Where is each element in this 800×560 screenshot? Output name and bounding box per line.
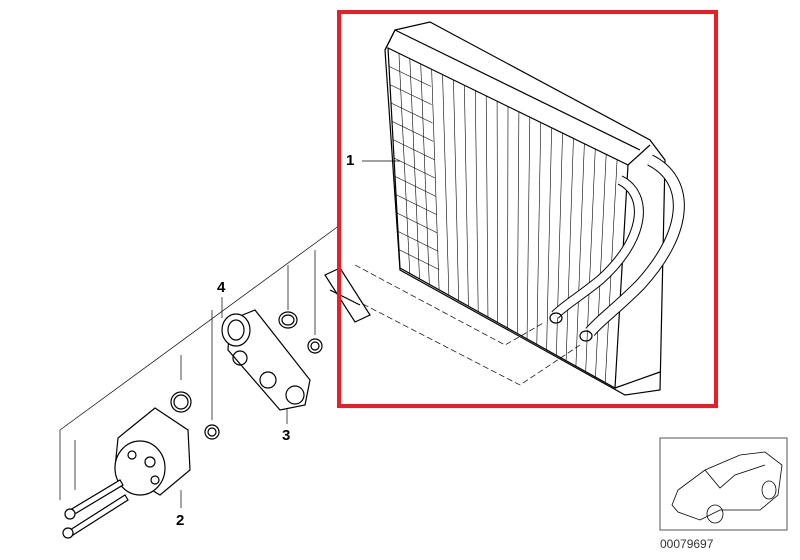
evaporator-fin	[453, 79, 459, 301]
callout-3[interactable]: 3	[282, 427, 291, 444]
evaporator-fin	[526, 117, 531, 339]
evaporator-fin	[420, 63, 430, 285]
evaporator-fin	[516, 111, 520, 334]
evaporator-grid-line	[391, 121, 434, 142]
evaporator-fin	[496, 101, 499, 323]
evaporator-fin	[507, 106, 509, 329]
highlight-frame	[337, 10, 718, 408]
flange-part-2[interactable]	[114, 407, 191, 496]
bolt[interactable]	[62, 494, 129, 539]
vehicle-thumbnail	[659, 437, 788, 531]
callout-1[interactable]: 1	[346, 152, 355, 169]
bolt[interactable]	[64, 479, 124, 520]
evaporator-fin	[485, 95, 489, 318]
evaporator-fin	[474, 90, 479, 312]
evaporator-grid-line	[392, 139, 435, 160]
evaporator-fin	[585, 149, 596, 372]
diagram-reference-number: 00079697	[660, 537, 714, 551]
o-ring[interactable]	[307, 338, 323, 354]
evaporator-grid-line	[393, 157, 436, 179]
evaporator-grid-line	[394, 176, 436, 197]
evaporator-part-1[interactable]	[384, 21, 685, 396]
evaporator-fin	[464, 85, 469, 307]
evaporator-grid-line	[390, 102, 433, 124]
evaporator-grid-line	[389, 84, 432, 105]
evaporator-fin	[565, 138, 574, 361]
evaporator-grid-line	[397, 231, 439, 252]
evaporator-grid-line	[395, 194, 437, 215]
evaporator-fin	[409, 58, 420, 279]
o-ring[interactable]	[278, 311, 298, 329]
evaporator-grid-line	[388, 66, 431, 87]
evaporator-fin	[595, 154, 607, 378]
evaporator-fin	[546, 127, 552, 350]
evaporator-fin	[442, 74, 450, 296]
evaporator-fin	[556, 133, 563, 356]
evaporator-grid-line	[398, 249, 440, 270]
o-ring[interactable]	[204, 424, 220, 440]
callout-4[interactable]: 4	[217, 279, 226, 296]
pipe-clip[interactable]	[324, 267, 371, 323]
evaporator-fin	[536, 122, 542, 345]
evaporator-fin	[575, 143, 585, 367]
o-ring[interactable]	[170, 391, 192, 413]
expansion-valve-part-3[interactable]	[221, 309, 311, 411]
evaporator-fin	[431, 69, 440, 290]
evaporator-grid-line	[396, 212, 438, 234]
callout-2[interactable]: 2	[176, 512, 185, 529]
